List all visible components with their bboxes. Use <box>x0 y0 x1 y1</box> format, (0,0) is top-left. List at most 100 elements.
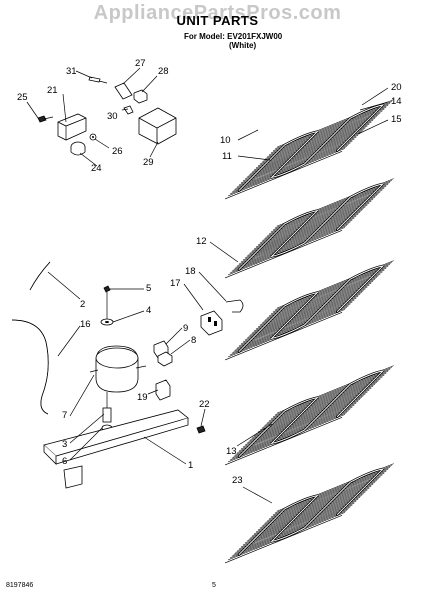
grid-wire <box>259 277 377 326</box>
grid-wire <box>244 495 362 544</box>
grid-wire <box>241 296 359 345</box>
grid-wire <box>244 210 362 259</box>
grid-wire <box>246 493 364 542</box>
grid-wire <box>235 504 353 553</box>
grid-wire <box>261 193 379 242</box>
grid-wire <box>246 208 364 257</box>
grid-wire <box>261 380 379 429</box>
front-rail <box>224 416 343 466</box>
callout-4: 4 <box>146 305 151 316</box>
grid-wire <box>233 408 351 457</box>
grid-wire <box>263 112 381 161</box>
page-number: 5 <box>212 582 216 589</box>
screw <box>37 115 47 123</box>
grid-wire <box>229 510 347 559</box>
callout-15: 15 <box>391 114 402 125</box>
grid-wire <box>272 103 391 152</box>
grid-wire <box>239 136 357 186</box>
grid-wire <box>241 499 359 548</box>
grid-wire <box>231 305 349 354</box>
callout-19: 19 <box>137 392 148 403</box>
grid-wire <box>261 114 379 163</box>
grid-wire <box>239 297 357 347</box>
model-line: For Model: EV201FXJW00 <box>184 32 283 41</box>
grid-wire <box>269 470 387 520</box>
grid-wire <box>231 410 349 459</box>
grid-wire <box>229 412 347 461</box>
grid-wire <box>248 393 366 442</box>
leader-lines <box>26 67 389 504</box>
grid-wire <box>248 206 366 255</box>
coil-tube <box>238 265 385 353</box>
coil-fourth <box>224 365 394 466</box>
coil-tube <box>238 468 385 556</box>
grid-wire <box>270 105 389 154</box>
grid-wire <box>267 108 385 157</box>
callout-23: 23 <box>232 475 243 486</box>
front-rail <box>224 514 343 564</box>
callout-26: 26 <box>112 146 123 157</box>
grid-wire <box>265 110 383 159</box>
callout-13: 13 <box>226 446 237 457</box>
evaporator-coils <box>224 99 394 564</box>
grid-wire <box>252 123 370 172</box>
grid-wire <box>272 264 391 313</box>
grid-wire <box>237 502 355 551</box>
callout-29: 29 <box>143 157 154 168</box>
grid-wire <box>269 185 387 235</box>
grid-wire <box>272 467 391 516</box>
grid-wire <box>231 144 349 193</box>
grid-wire <box>252 487 370 536</box>
grid-wire <box>265 189 383 238</box>
control-parts <box>37 76 177 156</box>
grid-wire <box>239 500 357 550</box>
grid-wire <box>250 391 368 440</box>
grid-wire <box>259 116 377 165</box>
grid-wire <box>242 294 361 343</box>
grid-wire <box>254 485 372 535</box>
relay-block <box>133 89 148 104</box>
grid-wire <box>265 271 383 320</box>
front-rail <box>224 311 343 361</box>
coil-tube <box>238 183 385 271</box>
grid-wire <box>269 267 387 317</box>
grid-wire <box>257 384 376 433</box>
front-rail <box>224 229 343 279</box>
callout-18: 18 <box>185 266 196 277</box>
grid-wire <box>270 371 389 420</box>
bolt <box>103 285 111 293</box>
grid-wire <box>241 401 359 450</box>
grid-wire <box>235 140 353 189</box>
callout-1: 1 <box>188 460 193 471</box>
grid-wire <box>270 266 389 315</box>
grid-wire <box>246 395 364 444</box>
grid-wire <box>231 223 349 272</box>
grid-wire <box>252 284 370 333</box>
callout-30: 30 <box>107 111 118 122</box>
callout-3: 3 <box>62 439 67 450</box>
grid-wire <box>270 469 389 518</box>
callout-12: 12 <box>196 236 207 247</box>
grid-wire <box>237 404 355 453</box>
callout-6: 6 <box>62 456 67 467</box>
grid-wire <box>270 184 389 233</box>
grid-wire <box>263 378 381 427</box>
callout-labels: 31 27 28 21 25 30 26 24 29 20 14 15 10 1… <box>17 58 402 486</box>
grid-wire <box>244 131 362 180</box>
grid-wire <box>250 204 368 253</box>
coil-tube <box>238 104 385 192</box>
clip <box>123 105 134 115</box>
relay-clip <box>225 299 244 313</box>
grid-wire <box>254 200 372 250</box>
document-number: 8197846 <box>6 582 34 589</box>
grid-wire <box>246 290 364 339</box>
grid-wire <box>257 118 376 167</box>
coil-upper <box>224 99 394 200</box>
callout-28: 28 <box>158 66 169 77</box>
callout-2: 2 <box>80 299 85 310</box>
grid-wire <box>252 202 370 251</box>
grid-wire <box>235 406 353 455</box>
grid-wire <box>259 480 377 529</box>
grid-wire <box>256 199 374 248</box>
